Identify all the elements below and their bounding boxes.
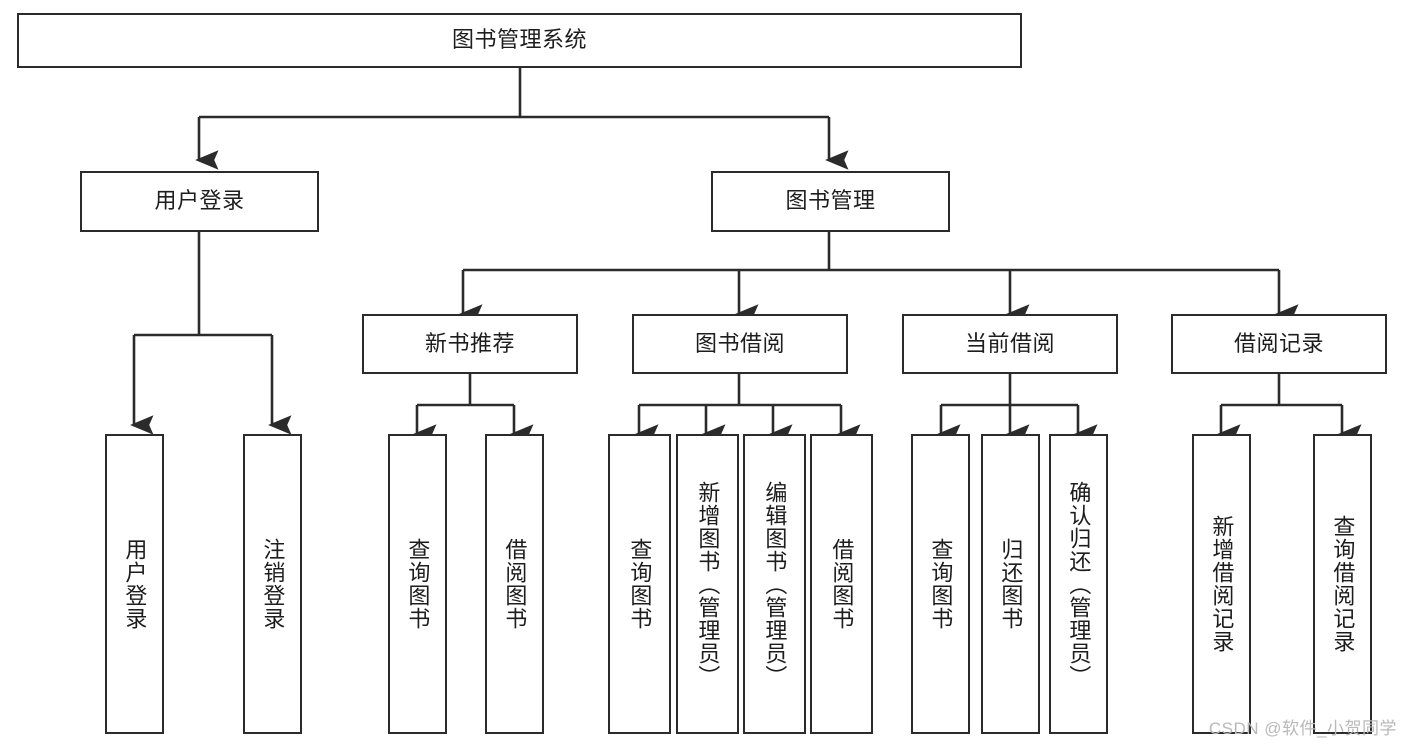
leaf-query-book-3-label: 查询图书 (928, 538, 954, 630)
leaf-borrow-book-2-label: 借阅图书 (829, 538, 855, 630)
node-new-book-recommend[interactable]: 新书推荐 (362, 314, 578, 374)
node-book-management[interactable]: 图书管理 (711, 171, 950, 232)
leaf-logout[interactable]: 注销登录 (243, 434, 302, 734)
leaf-query-book-3[interactable]: 查询图书 (911, 434, 970, 734)
leaf-add-record-label: 新增借阅记录 (1209, 515, 1235, 653)
leaf-query-book-2-label: 查询图书 (627, 538, 653, 630)
leaf-query-book-1[interactable]: 查询图书 (388, 434, 447, 734)
leaf-add-book[interactable]: 新增图书（管理员） (676, 434, 739, 734)
node-book-borrow[interactable]: 图书借阅 (632, 314, 848, 374)
node-current-borrow-label: 当前借阅 (964, 330, 1055, 356)
leaf-query-book-2[interactable]: 查询图书 (608, 434, 671, 734)
leaf-edit-book[interactable]: 编辑图书（管理员） (743, 434, 806, 734)
leaf-query-book-1-label: 查询图书 (405, 538, 431, 630)
leaf-confirm-return-label: 确认归还（管理员） (1066, 480, 1092, 688)
node-user-login[interactable]: 用户登录 (80, 171, 319, 232)
leaf-borrow-book-1[interactable]: 借阅图书 (485, 434, 544, 734)
leaf-logout-label: 注销登录 (260, 538, 286, 630)
node-root[interactable]: 图书管理系统 (17, 13, 1022, 68)
leaf-borrow-book-2[interactable]: 借阅图书 (810, 434, 873, 734)
leaf-query-record-label: 查询借阅记录 (1330, 515, 1356, 653)
leaf-add-book-label: 新增图书（管理员） (695, 480, 721, 688)
leaf-borrow-book-1-label: 借阅图书 (502, 538, 528, 630)
node-book-management-label: 图书管理 (785, 188, 876, 214)
leaf-edit-book-label: 编辑图书（管理员） (762, 480, 788, 688)
node-user-login-label: 用户登录 (154, 188, 245, 214)
node-borrow-record-label: 借阅记录 (1233, 330, 1324, 356)
leaf-user-login[interactable]: 用户登录 (105, 434, 164, 734)
leaf-return-book[interactable]: 归还图书 (981, 434, 1040, 734)
watermark: CSDN @软件_小贺同学 (1208, 719, 1397, 738)
leaf-confirm-return[interactable]: 确认归还（管理员） (1049, 434, 1108, 734)
node-current-borrow[interactable]: 当前借阅 (902, 314, 1118, 374)
leaf-add-record[interactable]: 新增借阅记录 (1192, 434, 1251, 734)
node-root-label: 图书管理系统 (451, 27, 587, 53)
leaf-return-book-label: 归还图书 (998, 538, 1024, 630)
node-book-borrow-label: 图书借阅 (694, 330, 785, 356)
node-borrow-record[interactable]: 借阅记录 (1171, 314, 1387, 374)
leaf-user-login-label: 用户登录 (122, 538, 148, 630)
leaf-query-record[interactable]: 查询借阅记录 (1313, 434, 1372, 734)
node-new-book-recommend-label: 新书推荐 (424, 330, 515, 356)
